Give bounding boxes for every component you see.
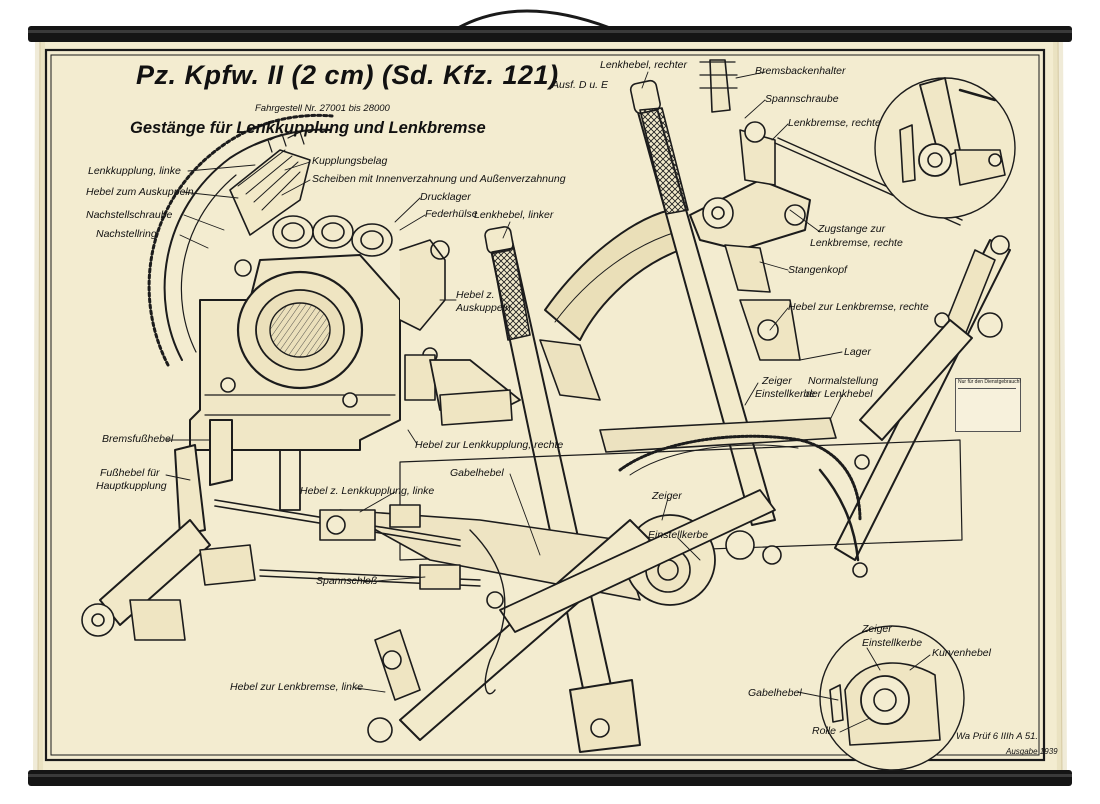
label-hebel-z-auskuppeln-line1: Hebel z. bbox=[456, 289, 495, 301]
right-steering-lever bbox=[629, 59, 776, 526]
label-kurvenhebel: Kurvenhebel bbox=[932, 647, 991, 659]
label-federhuelse: Federhülse bbox=[425, 208, 478, 220]
poster-version: Ausf. D u. E bbox=[552, 79, 609, 91]
top-roller bbox=[28, 26, 1072, 42]
label-hebel-z-lenkkupplung-linke: Hebel z. Lenkkupplung, linke bbox=[300, 485, 435, 497]
label-zeiger-mid: Zeiger bbox=[652, 490, 682, 502]
label-nachstellring: Nachstellring bbox=[96, 228, 157, 240]
hanger-cord bbox=[457, 9, 611, 30]
label-zugstange-line1: Zugstange zur bbox=[818, 223, 886, 235]
label-bremsfusshebel: Bremsfußhebel bbox=[102, 433, 174, 445]
bottom-roller bbox=[28, 770, 1072, 786]
detail-circle-brake bbox=[874, 77, 1016, 219]
notice-heading: Nur für den Dienstgebrauch! bbox=[958, 380, 1021, 389]
label-normalstellung-line2: der Lenkhebel bbox=[806, 388, 873, 400]
label-bremsbackenhalter: Bremsbackenhalter bbox=[755, 65, 846, 77]
label-nachstellschraube: Nachstellschraube bbox=[86, 209, 173, 221]
label-rolle: Rolle bbox=[812, 725, 836, 737]
label-hebel-z-auskuppeln-line2: Auskuppeln bbox=[456, 302, 511, 314]
label-hebel-lenkkupplung-rechte: Hebel zur Lenkkupplung, rechte bbox=[415, 439, 564, 451]
label-gabelhebel-detail: Gabelhebel bbox=[748, 687, 802, 699]
label-lager: Lager bbox=[844, 346, 871, 358]
clutch-release-lever bbox=[429, 359, 521, 426]
label-lenkbremse-rechte: Lenkbremse, rechte bbox=[788, 117, 881, 129]
label-fusshebel-line1: Fußhebel für bbox=[100, 467, 160, 479]
leader-lines bbox=[165, 71, 931, 733]
left-brake-rod bbox=[367, 489, 776, 743]
label-gabelhebel-mid: Gabelhebel bbox=[450, 467, 504, 479]
label-spannschloss: Spannschloß bbox=[316, 575, 378, 587]
label-zeiger-right: Zeiger bbox=[762, 375, 792, 387]
label-fusshebel-line2: Hauptkupplung bbox=[96, 480, 167, 492]
label-normalstellung-line1: Normalstellung bbox=[808, 375, 879, 387]
label-kupplungsbelag: Kupplungsbelag bbox=[312, 155, 388, 167]
pedal-assembly bbox=[81, 419, 481, 641]
label-lenkkupplung-linke: Lenkkupplung, linke bbox=[88, 165, 181, 177]
label-einstellkerbe-mid: Einstellkerbe bbox=[648, 529, 709, 541]
right-brake-linkage bbox=[689, 121, 1011, 561]
label-drucklager: Drucklager bbox=[420, 191, 471, 203]
label-spannschraube: Spannschraube bbox=[765, 93, 839, 105]
inner-border bbox=[50, 54, 1040, 756]
label-einstellkerbe-detail: Einstellkerbe bbox=[862, 637, 923, 649]
label-einstellkerbe-right: Einstellkerbe bbox=[755, 388, 816, 400]
steering-clutch-assembly bbox=[147, 113, 450, 511]
label-zeiger-detail: Zeiger bbox=[862, 623, 892, 635]
outer-border bbox=[44, 48, 1046, 762]
label-stangenkopf: Stangenkopf bbox=[788, 264, 847, 276]
footer-reference: Wa Prüf 6 IIIh A 51. bbox=[956, 731, 1039, 742]
detail-circle-sector bbox=[819, 625, 965, 771]
edition-note: Ausgabe 1939 bbox=[1006, 747, 1058, 756]
label-lenkhebel-linker: Lenkhebel, linker bbox=[474, 209, 554, 221]
brake-shoe-segment bbox=[539, 209, 681, 401]
chassis-number: Fahrgestell Nr. 27001 bis 28000 bbox=[255, 103, 390, 114]
label-lenkhebel-rechter: Lenkhebel, rechter bbox=[600, 59, 687, 71]
label-scheiben: Scheiben mit Innenverzahnung und Außenve… bbox=[312, 173, 566, 185]
poster-title: Pz. Kpfw. II (2 cm) (Sd. Kfz. 121) bbox=[136, 60, 559, 90]
classification-notice bbox=[955, 378, 1021, 432]
poster-subtitle: Gestänge für Lenkkupplung und Lenkbremse bbox=[130, 119, 486, 137]
label-hebel-auskuppeln: Hebel zum Auskuppeln bbox=[86, 186, 194, 198]
label-zugstange-line2: Lenkbremse, rechte bbox=[810, 237, 903, 249]
label-hebel-lenkbremse-rechte: Hebel zur Lenkbremse, rechte bbox=[788, 301, 929, 313]
label-hebel-lenkbremse-linke: Hebel zur Lenkbremse, linke bbox=[230, 681, 364, 693]
